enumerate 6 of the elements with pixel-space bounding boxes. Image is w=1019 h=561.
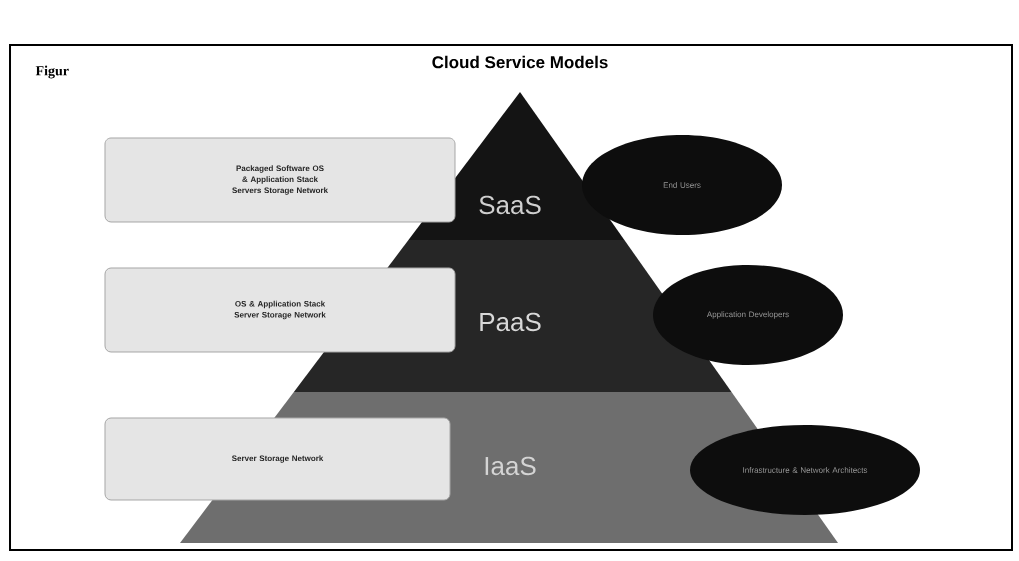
- layer-box: Packaged Software OS & Application Stack Servers Storage Network: [104, 137, 456, 223]
- pyramid-tier: SaaS: [408, 92, 625, 240]
- layer-box: Server Storage Network: [104, 417, 451, 501]
- layer-box: OS & Application Stack Server Storage Network: [104, 267, 456, 353]
- figure-label: Figur: [35, 65, 69, 79]
- title: Cloud Service Models: [432, 55, 608, 69]
